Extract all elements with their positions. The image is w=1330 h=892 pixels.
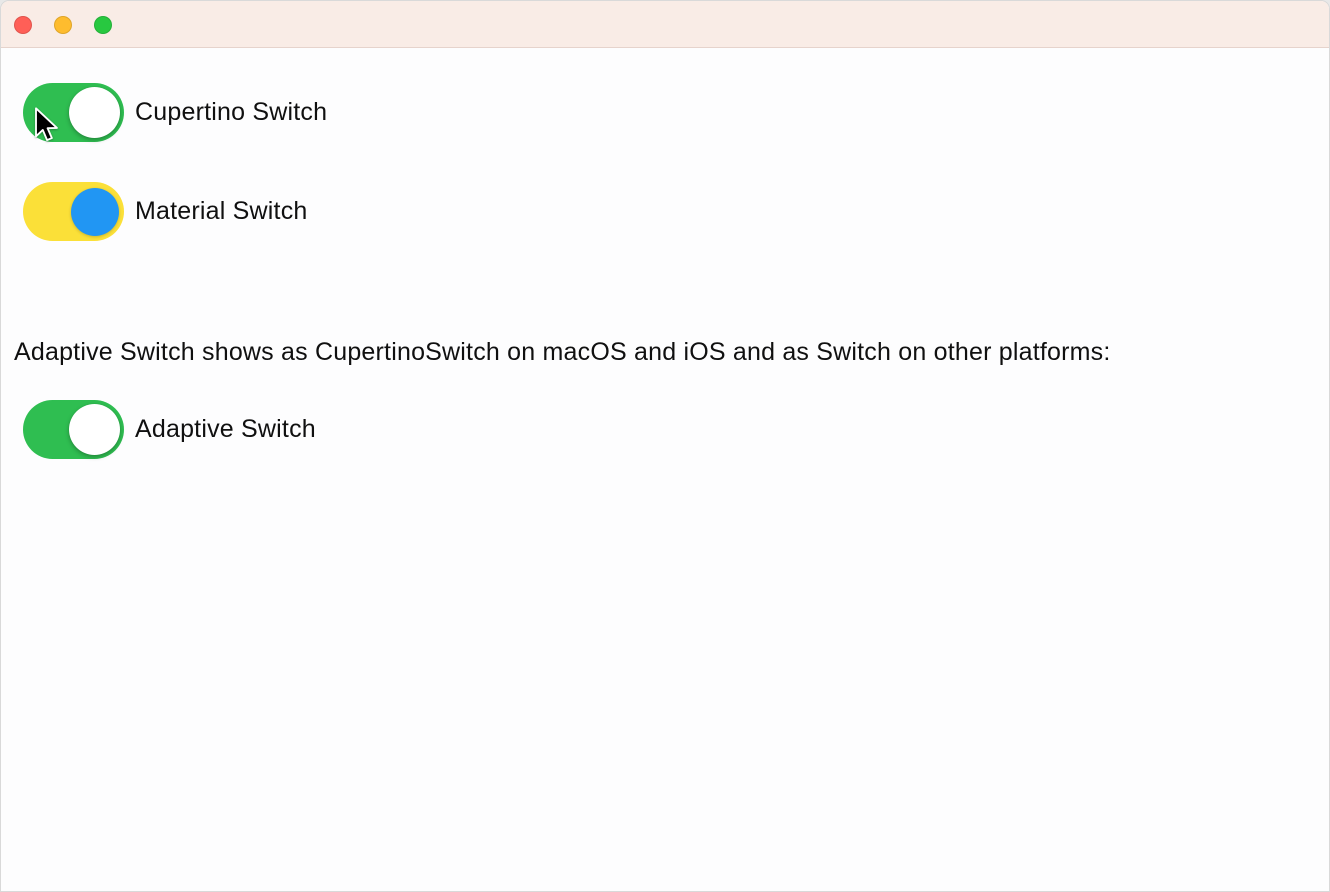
cupertino-switch[interactable]: [23, 83, 124, 142]
material-switch-label: Material Switch: [135, 197, 308, 225]
adaptive-switch-row: Adaptive Switch: [23, 400, 316, 459]
titlebar: [1, 1, 1329, 48]
switch-thumb: [69, 404, 120, 455]
close-button[interactable]: [14, 16, 32, 34]
zoom-button[interactable]: [94, 16, 112, 34]
cupertino-switch-row: Cupertino Switch: [23, 83, 327, 142]
switch-thumb: [71, 187, 119, 236]
switch-thumb: [69, 87, 120, 138]
traffic-lights: [14, 16, 112, 34]
adaptive-switch-description: Adaptive Switch shows as CupertinoSwitch…: [14, 338, 1111, 366]
minimize-button[interactable]: [54, 16, 72, 34]
adaptive-switch-label: Adaptive Switch: [135, 415, 316, 443]
cupertino-switch-label: Cupertino Switch: [135, 98, 328, 126]
adaptive-switch[interactable]: [23, 400, 124, 459]
material-switch-row: Material Switch: [23, 182, 308, 241]
material-switch[interactable]: [23, 182, 124, 241]
